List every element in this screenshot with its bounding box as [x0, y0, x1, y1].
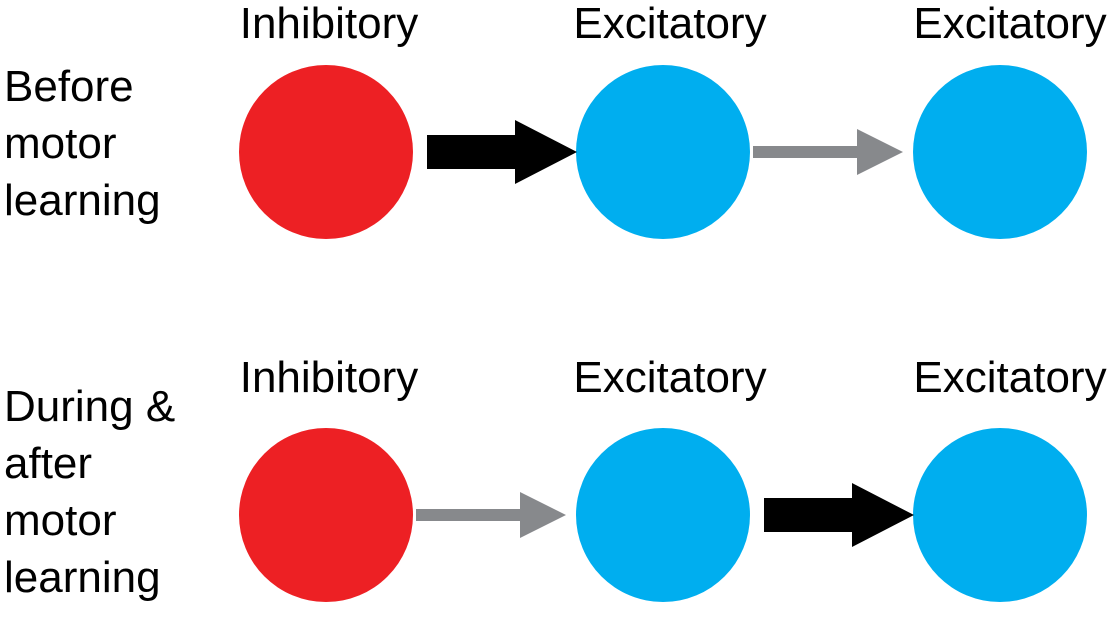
weak-connection-arrow	[753, 129, 903, 175]
neuron-type-label-inhibitory: Inhibitory	[239, 0, 419, 48]
weak-connection-arrow	[416, 492, 566, 538]
neuron-type-label-inhibitory: Inhibitory	[239, 353, 419, 402]
strong-arrow-shape	[764, 483, 914, 547]
excitatory-neuron-circle	[913, 65, 1087, 239]
neuron-type-label-excitatory: Excitatory	[913, 0, 1107, 48]
neuron-type-label-excitatory: Excitatory	[573, 0, 767, 48]
excitatory-neuron-shape	[913, 65, 1087, 239]
excitatory-neuron-shape	[576, 65, 750, 239]
inhibitory-neuron-shape	[239, 428, 413, 602]
strong-connection-arrow	[427, 120, 577, 184]
inhibitory-neuron-circle	[239, 428, 413, 602]
strong-connection-arrow	[764, 483, 914, 547]
excitatory-neuron-circle	[576, 65, 750, 239]
weak-arrow-shape	[416, 492, 566, 538]
inhibitory-neuron-shape	[239, 65, 413, 239]
neuron-type-label-excitatory: Excitatory	[573, 353, 767, 402]
excitatory-neuron-shape	[913, 428, 1087, 602]
excitatory-neuron-shape	[576, 428, 750, 602]
neuron-type-label-excitatory: Excitatory	[913, 353, 1107, 402]
strong-arrow-shape	[427, 120, 577, 184]
weak-arrow-shape	[753, 129, 903, 175]
row-label-during-after: During & after motor learning	[4, 382, 176, 602]
row-label-before: Before motor learning	[4, 62, 161, 225]
inhibitory-neuron-circle	[239, 65, 413, 239]
excitatory-neuron-circle	[576, 428, 750, 602]
excitatory-neuron-circle	[913, 428, 1087, 602]
